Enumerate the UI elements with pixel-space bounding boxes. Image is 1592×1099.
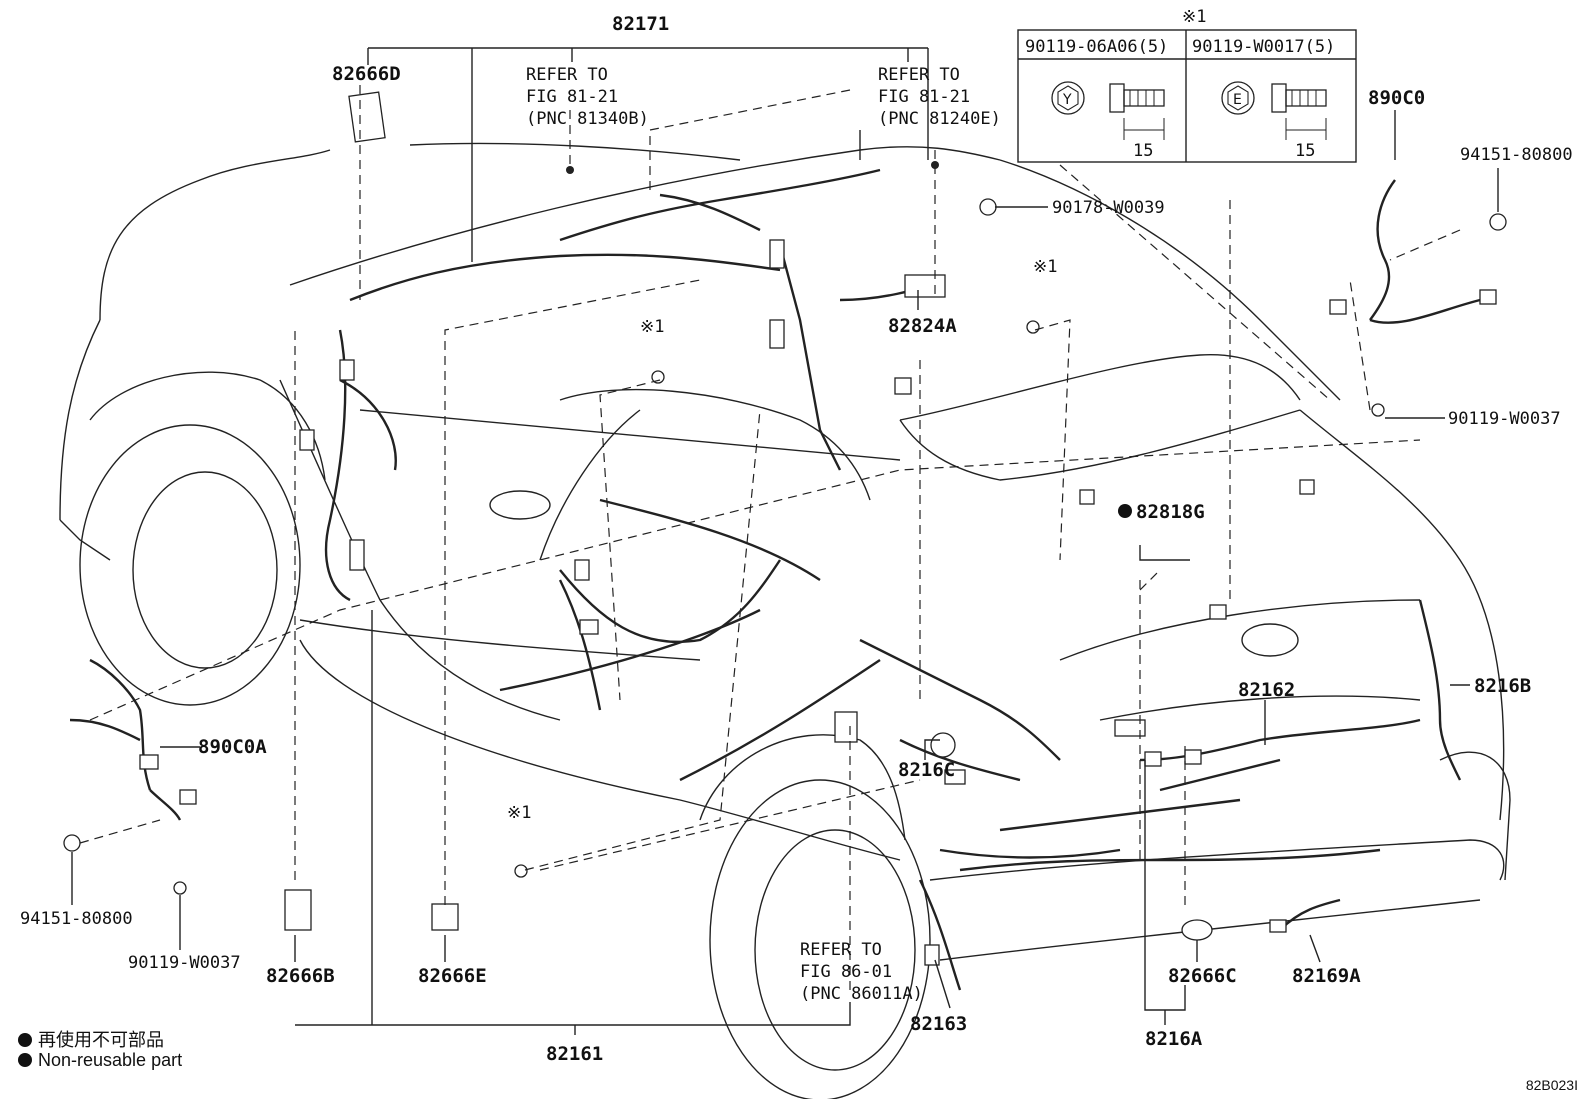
label-90178-w0039: 90178-W0039 [1052, 198, 1165, 218]
harness-82161 [324, 329, 881, 782]
harness-82162 [1139, 718, 1421, 792]
bolt-asterisk-3-icon [514, 864, 528, 878]
bolt-table-note: ※1 [1182, 7, 1206, 27]
label-90119-w0037-left: 90119-W0037 [128, 953, 241, 973]
refer-2-line-2: FIG 81-21 [878, 87, 970, 107]
label-90119-w0037-right: 90119-W0037 [1448, 409, 1561, 429]
label-82169a: 82169A [1292, 965, 1361, 987]
harness-82163 [918, 848, 1121, 991]
grommet-8216c-icon [930, 732, 956, 758]
figure-id: 82B023I [1525, 1077, 1578, 1093]
bolt-dim-1: 15 [1133, 141, 1153, 161]
label-8216c: 8216C [898, 759, 955, 781]
legend-en-text: Non-reusable part [38, 1050, 183, 1070]
fasteners [63, 161, 1507, 895]
asterisk-callout-1: ※1 [640, 317, 664, 337]
label-890c0: 890C0 [1368, 87, 1425, 109]
label-94151-80800-left: 94151-80800 [20, 909, 133, 929]
refer-1-line-1: REFER TO [526, 65, 608, 85]
label-82666c: 82666C [1168, 965, 1237, 987]
label-82666e: 82666E [418, 965, 487, 987]
bolt-head-mark-e: E [1233, 92, 1242, 108]
refer-2-line-1: REFER TO [878, 65, 960, 85]
refer-3-line-1: REFER TO [800, 940, 882, 960]
bolt-spec-table: ※1 90119-06A06(5) 90119-W0017(5) Y 15 E … [1017, 7, 1357, 163]
legend-english: Non-reusable part [18, 1050, 182, 1071]
harness-82169A [1279, 898, 1341, 931]
label-890c0a: 890C0A [198, 736, 267, 758]
vehicle-body-outline [59, 142, 1511, 1099]
clamp-82666b-icon [284, 889, 312, 931]
non-reusable-dot-icon [1118, 504, 1132, 518]
bolt-head-y-icon [1051, 81, 1085, 115]
bolt-head-e-icon [1221, 81, 1255, 115]
legend-japanese: 再使用不可部品 [18, 1026, 164, 1052]
harness-890C0 [1369, 179, 1481, 324]
label-82171: 82171 [612, 13, 669, 35]
bolt-side-2-icon [1271, 83, 1287, 113]
bolt-90119-l-icon [173, 881, 187, 895]
asterisk-callout-3: ※1 [507, 803, 531, 823]
refer-1-line-2: FIG 81-21 [526, 87, 618, 107]
connectors [139, 91, 1497, 966]
label-8216b: 8216B [1474, 675, 1531, 697]
asterisk-callout-2: ※1 [1033, 257, 1057, 277]
label-82666d: 82666D [332, 63, 401, 85]
bolt-table-header-2: 90119-W0017(5) [1192, 37, 1335, 57]
harness-82171 [349, 168, 941, 471]
bullet-dot-icon [18, 1053, 32, 1067]
harness-890C0A [69, 658, 182, 821]
harness-8216B [1418, 599, 1462, 781]
label-82824a: 82824A [888, 315, 957, 337]
refer-2-line-3: (PNC 81240E) [878, 109, 1001, 129]
harness-8216A [959, 798, 1381, 872]
refer-3-line-3: (PNC 86011A) [800, 984, 923, 1004]
part-labels: 82171 82666D 82824A 82818G 890C0 94151-8… [20, 13, 1573, 1065]
clip-90178-icon [979, 198, 997, 216]
bolt-asterisk-2-icon [1026, 320, 1040, 334]
bolt-side-1-icon [1109, 83, 1125, 113]
grommet-94151-r-icon [1489, 213, 1507, 231]
bolt-asterisk-1-icon [651, 370, 665, 384]
leader-lines [71, 47, 1499, 1035]
bolt-table-header-1: 90119-06A06(5) [1025, 37, 1168, 57]
clamp-82666c-icon [1181, 919, 1213, 941]
grommet-94151-l-icon [63, 834, 81, 852]
harness-8216C [859, 638, 1061, 782]
clamp-82666d-icon [348, 91, 386, 143]
legend-jp-text: 再使用不可部品 [38, 1030, 164, 1050]
label-82818g: 82818G [1136, 501, 1205, 523]
label-94151-80800-right: 94151-80800 [1460, 145, 1573, 165]
refer-1-line-3: (PNC 81340B) [526, 109, 649, 129]
label-82666b: 82666B [266, 965, 335, 987]
bolt-head-mark-y: Y [1062, 92, 1072, 108]
label-82162: 82162 [1238, 679, 1295, 701]
dashed-guides [79, 85, 1461, 990]
bullet-dot-icon [18, 1033, 32, 1047]
label-8216a: 8216A [1145, 1028, 1203, 1050]
bolt-dim-2: 15 [1295, 141, 1315, 161]
label-82161: 82161 [546, 1043, 603, 1065]
refer-3-line-2: FIG 86-01 [800, 962, 892, 982]
clamp-82666e-icon [431, 903, 459, 931]
bolt-90119-r-icon [1371, 403, 1385, 417]
label-82163: 82163 [910, 1013, 967, 1035]
